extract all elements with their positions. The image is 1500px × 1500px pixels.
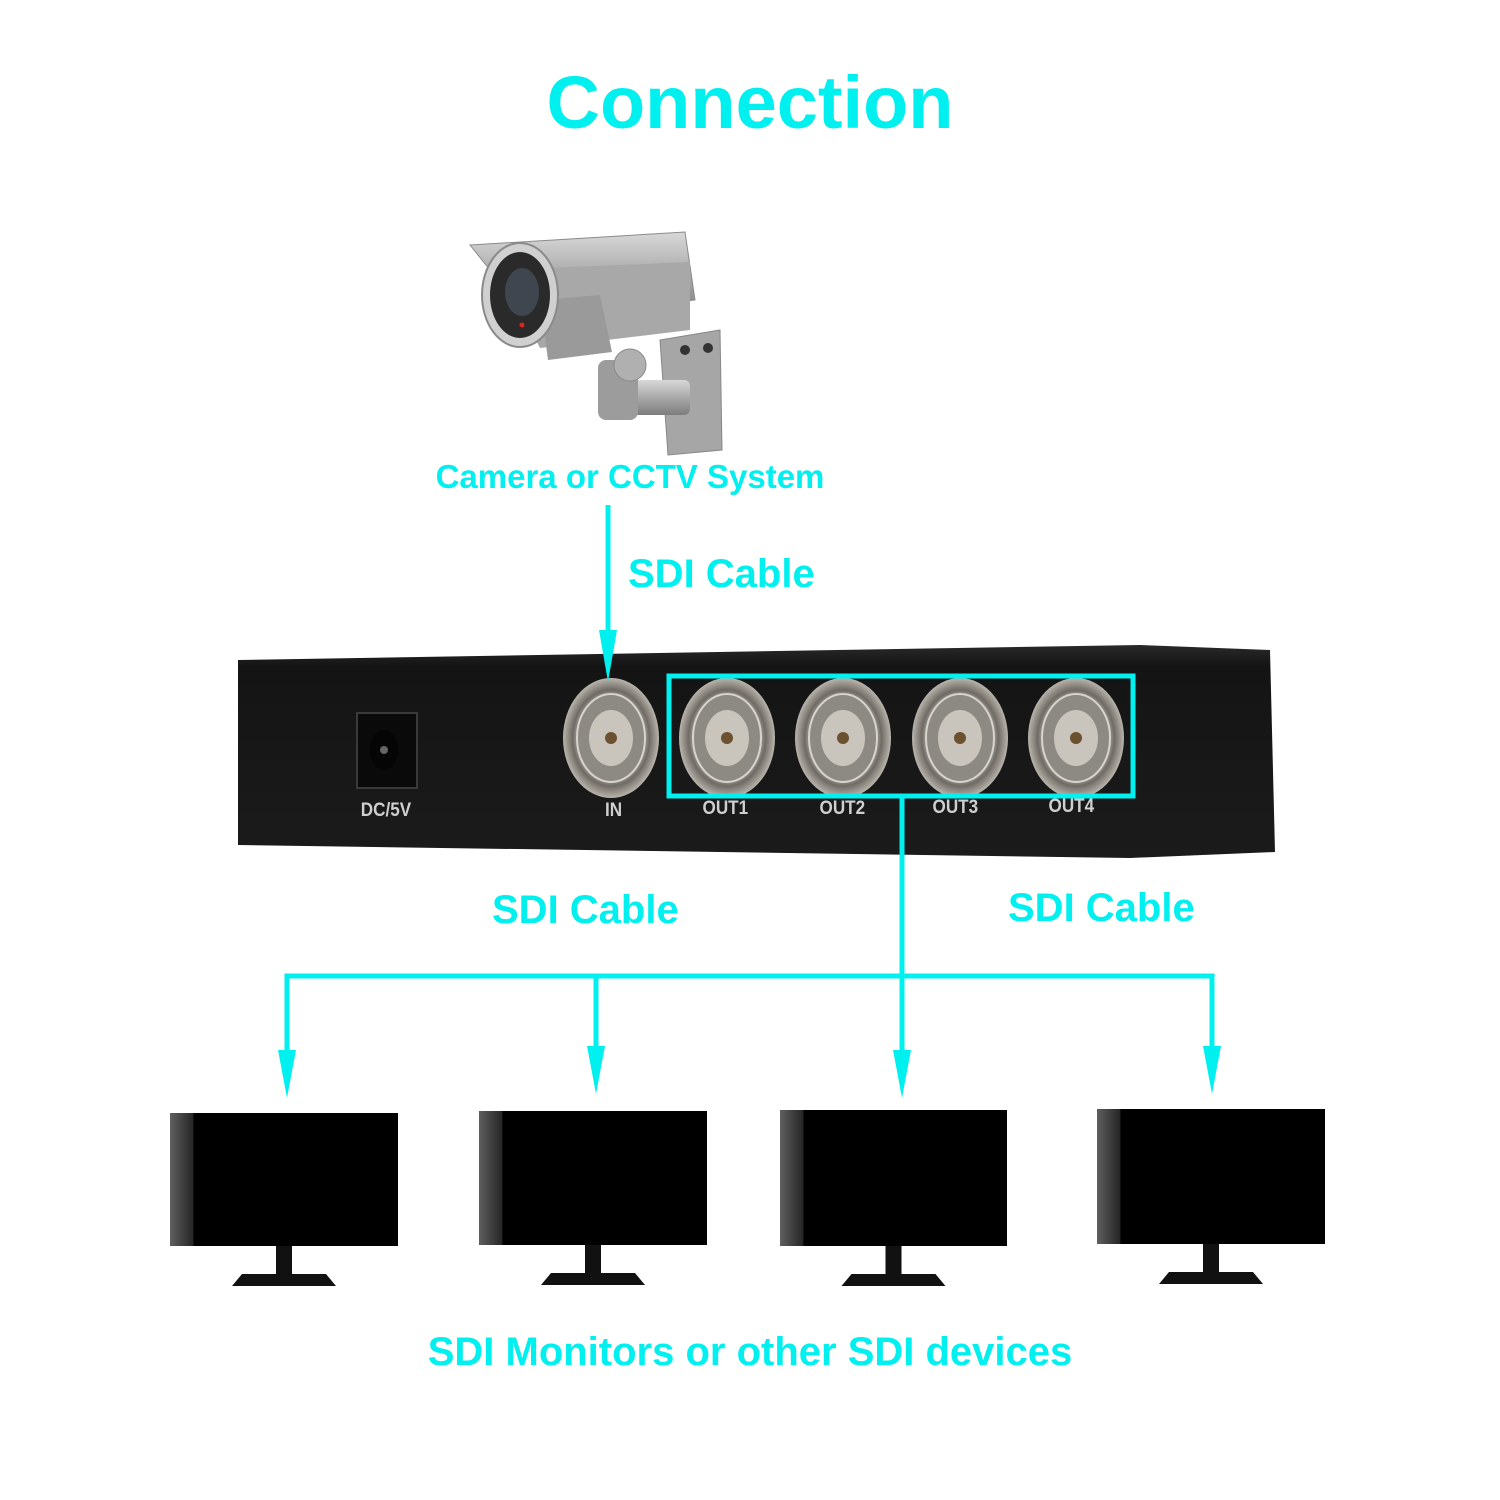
port-label-out4: OUT4 xyxy=(1048,796,1095,817)
arrow-head-monitor-2 xyxy=(587,1046,605,1094)
bnc-port-out2 xyxy=(795,678,891,798)
cctv-camera-icon xyxy=(469,231,723,456)
output-cable-label-left: SDI Cable xyxy=(492,888,679,932)
dc-power-jack xyxy=(356,712,418,789)
output-cable-label-right: SDI Cable xyxy=(1008,886,1195,930)
monitor-icon xyxy=(780,1110,1007,1286)
monitors-label: SDI Monitors or other SDI devices xyxy=(427,1330,1073,1374)
port-label-in: IN xyxy=(604,800,623,821)
bnc-port-out1 xyxy=(679,678,775,798)
arrow-head-monitor-4 xyxy=(1203,1046,1221,1094)
monitor-icon xyxy=(1097,1109,1325,1284)
bnc-port-out4 xyxy=(1028,678,1124,798)
port-label-out3: OUT3 xyxy=(932,797,979,818)
monitor-icon xyxy=(479,1111,707,1285)
output-bus-line xyxy=(284,973,1215,1060)
input-cable-label: SDI Cable xyxy=(628,552,815,596)
port-label-out2: OUT2 xyxy=(819,798,866,819)
arrow-head-monitor-3 xyxy=(893,1050,911,1098)
power-port-label: DC/5V xyxy=(360,800,412,821)
port-label-out1: OUT1 xyxy=(702,798,749,819)
arrow-head-monitor-1 xyxy=(278,1050,296,1098)
arrow-head-input xyxy=(599,630,617,682)
page-title: Connection xyxy=(546,61,954,144)
camera-label: Camera or CCTV System xyxy=(435,458,825,495)
bnc-port-in xyxy=(563,678,659,798)
monitor-icon xyxy=(170,1113,398,1286)
bnc-port-out3 xyxy=(912,678,1008,798)
